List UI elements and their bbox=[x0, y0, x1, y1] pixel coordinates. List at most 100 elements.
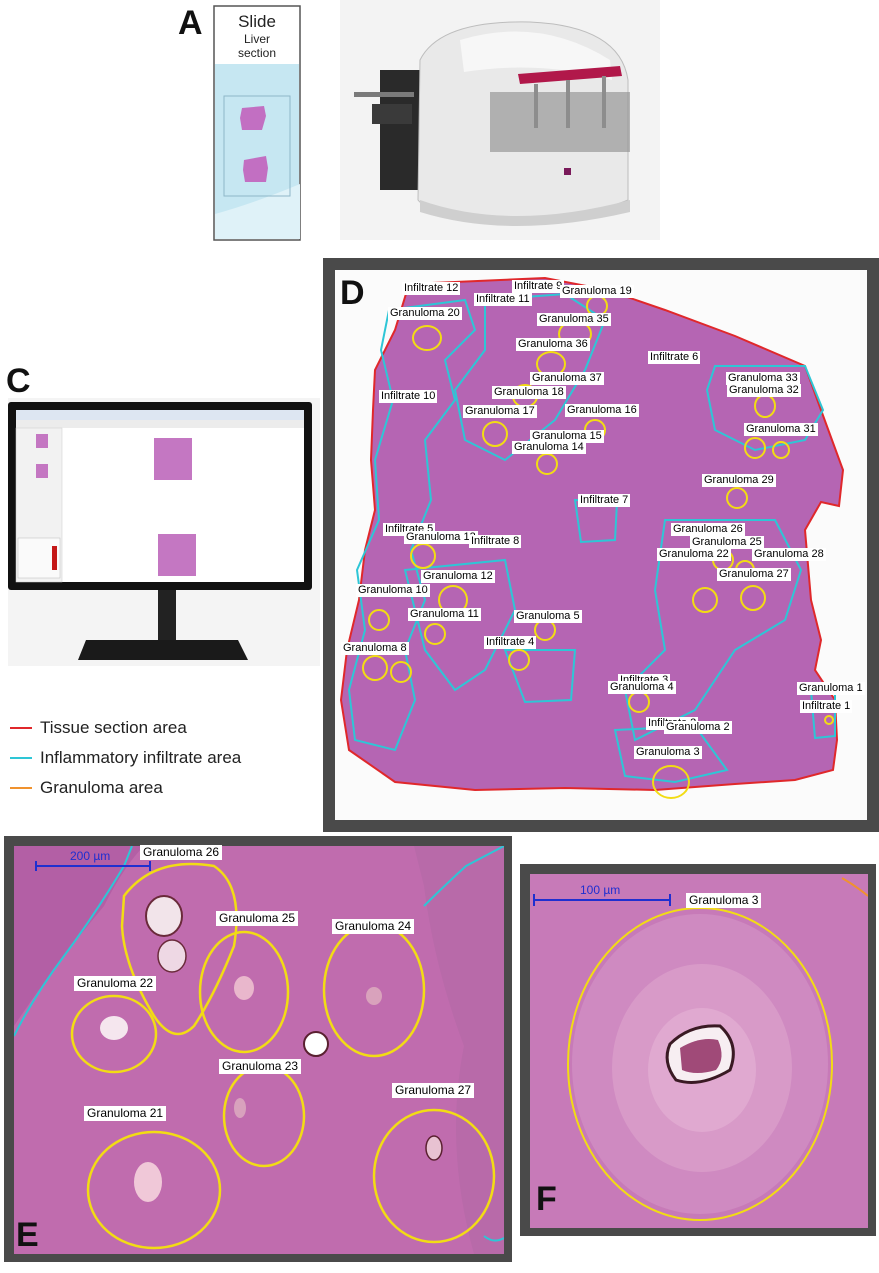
legend-item-granuloma: Granuloma area bbox=[10, 775, 163, 801]
granuloma-core bbox=[134, 1162, 162, 1202]
granuloma-outline bbox=[740, 585, 766, 611]
label-d-granuloma-4: Granuloma 4 bbox=[608, 681, 676, 694]
label-d-infiltrate-11: Infiltrate 11 bbox=[474, 293, 532, 306]
label-d-infiltrate-12: Infiltrate 12 bbox=[402, 282, 461, 295]
slide-subtitle: Liver bbox=[243, 32, 270, 46]
label-d-granuloma-5: Granuloma 5 bbox=[514, 610, 582, 623]
label-d-granuloma-31: Granuloma 31 bbox=[744, 423, 818, 436]
granuloma-outline bbox=[692, 587, 718, 613]
granuloma-core bbox=[234, 976, 254, 1000]
label-d-granuloma-8: Granuloma 8 bbox=[341, 642, 409, 655]
label-d-granuloma-17: Granuloma 17 bbox=[463, 405, 537, 418]
legend-label-granuloma: Granuloma area bbox=[40, 778, 163, 797]
label-e-granuloma-24: Granuloma 24 bbox=[332, 919, 415, 934]
granuloma-outline bbox=[744, 437, 766, 459]
label-d-granuloma-28: Granuloma 28 bbox=[752, 548, 826, 561]
label-f-granuloma-3: Granuloma 3 bbox=[686, 893, 762, 908]
slide-scanner-image bbox=[340, 0, 660, 240]
monitor-illustration bbox=[8, 398, 320, 666]
legend-label-tissue: Tissue section area bbox=[40, 718, 187, 737]
label-d-granuloma-13: Granuloma 13 bbox=[404, 531, 478, 544]
granuloma-outline bbox=[772, 441, 790, 459]
label-d-granuloma-35: Granuloma 35 bbox=[537, 313, 611, 326]
granuloma-outline bbox=[70, 994, 158, 1074]
label-d-granuloma-16: Granuloma 16 bbox=[565, 404, 639, 417]
label-d-granuloma-32: Granuloma 32 bbox=[727, 384, 801, 397]
granuloma-outline bbox=[482, 421, 508, 447]
label-d-infiltrate-1: Infiltrate 1 bbox=[800, 700, 853, 713]
label-d-granuloma-20: Granuloma 20 bbox=[388, 307, 462, 320]
slide-illustration bbox=[213, 5, 301, 241]
granuloma-core bbox=[425, 1135, 443, 1161]
label-d-granuloma-14: Granuloma 14 bbox=[512, 441, 586, 454]
slide-subtitle-2: section bbox=[237, 46, 277, 60]
label-e-granuloma-23: Granuloma 23 bbox=[219, 1059, 302, 1074]
scale-bar-label-f: 100 µm bbox=[580, 883, 621, 897]
infiltrate-outline bbox=[503, 649, 577, 704]
granuloma-outline bbox=[508, 649, 530, 671]
granuloma-core bbox=[157, 939, 187, 973]
label-e-granuloma-27: Granuloma 27 bbox=[392, 1083, 475, 1098]
panel-e-micrograph bbox=[14, 846, 504, 1254]
legend-item-tissue: Tissue section area bbox=[10, 715, 187, 741]
granuloma-core bbox=[100, 1016, 128, 1040]
label-d-granuloma-3: Granuloma 3 bbox=[634, 746, 702, 759]
label-d-granuloma-36: Granuloma 36 bbox=[516, 338, 590, 351]
slide-title: Slide bbox=[238, 12, 276, 31]
granuloma-outline bbox=[410, 543, 436, 569]
label-d-granuloma-29: Granuloma 29 bbox=[702, 474, 776, 487]
label-d-infiltrate-9: Infiltrate 9 bbox=[512, 280, 565, 293]
label-d-infiltrate-10: Infiltrate 10 bbox=[379, 390, 438, 403]
label-d-granuloma-33: Granuloma 33 bbox=[726, 372, 800, 385]
panel-letter-e: E bbox=[16, 1216, 39, 1254]
tissue-section-top bbox=[240, 106, 266, 130]
label-d-granuloma-27: Granuloma 27 bbox=[717, 568, 791, 581]
legend-swatch-infiltrate bbox=[10, 757, 32, 759]
panel-f-micrograph bbox=[530, 874, 868, 1228]
label-e-granuloma-22: Granuloma 22 bbox=[74, 976, 157, 991]
label-d-granuloma-25: Granuloma 25 bbox=[690, 536, 764, 549]
label-d-infiltrate-7: Infiltrate 7 bbox=[578, 494, 631, 507]
label-d-granuloma-12: Granuloma 12 bbox=[421, 570, 495, 583]
label-d-granuloma-2: Granuloma 2 bbox=[664, 721, 732, 734]
label-e-granuloma-25: Granuloma 25 bbox=[216, 911, 299, 926]
granuloma-core bbox=[366, 987, 382, 1005]
infiltrate-boundary bbox=[483, 1235, 504, 1242]
granuloma-outline bbox=[86, 1130, 222, 1250]
legend-swatch-tissue bbox=[10, 727, 32, 729]
legend-item-infiltrate: Inflammatory infiltrate area bbox=[10, 745, 241, 771]
granuloma-outline bbox=[424, 623, 446, 645]
granuloma-outline bbox=[368, 609, 390, 631]
granuloma-outline bbox=[362, 655, 388, 681]
label-d-granuloma-10: Granuloma 10 bbox=[356, 584, 430, 597]
label-d-infiltrate-8: Infiltrate 8 bbox=[469, 535, 522, 548]
label-d-granuloma-19: Granuloma 19 bbox=[560, 285, 634, 298]
granuloma-outline bbox=[567, 907, 833, 1221]
infiltrate-outline bbox=[705, 365, 825, 452]
label-d-granuloma-15: Granuloma 15 bbox=[530, 430, 604, 443]
granuloma-outline bbox=[120, 862, 238, 1036]
granuloma-outline bbox=[372, 1108, 496, 1244]
granuloma-outline bbox=[652, 765, 690, 799]
scale-bar-label-e: 200 µm bbox=[70, 849, 111, 863]
panel-letter-d: D bbox=[340, 274, 365, 312]
granuloma-outline bbox=[824, 715, 834, 725]
panel-letter-f: F bbox=[536, 1180, 557, 1218]
label-e-granuloma-26: Granuloma 26 bbox=[140, 845, 223, 860]
granuloma-outline bbox=[412, 325, 442, 351]
infiltrate-outline bbox=[403, 558, 517, 692]
tissue-section-bottom bbox=[243, 156, 268, 182]
granuloma-outline bbox=[390, 661, 412, 683]
label-d-granuloma-11: Granuloma 11 bbox=[408, 608, 481, 621]
infiltrate-boundary bbox=[14, 846, 133, 1037]
granuloma-outline bbox=[726, 487, 748, 509]
tissue-section-map bbox=[339, 276, 845, 799]
panel-letter-a: A bbox=[178, 4, 203, 42]
label-d-granuloma-18: Granuloma 18 bbox=[492, 386, 566, 399]
label-d-granuloma-26: Granuloma 26 bbox=[671, 523, 745, 536]
label-d-infiltrate-6: Infiltrate 6 bbox=[648, 351, 701, 364]
label-d-granuloma-22: Granuloma 22 bbox=[657, 548, 731, 561]
granuloma-core bbox=[234, 1098, 246, 1118]
granuloma-outline bbox=[536, 453, 558, 475]
legend-swatch-granuloma bbox=[10, 787, 32, 789]
